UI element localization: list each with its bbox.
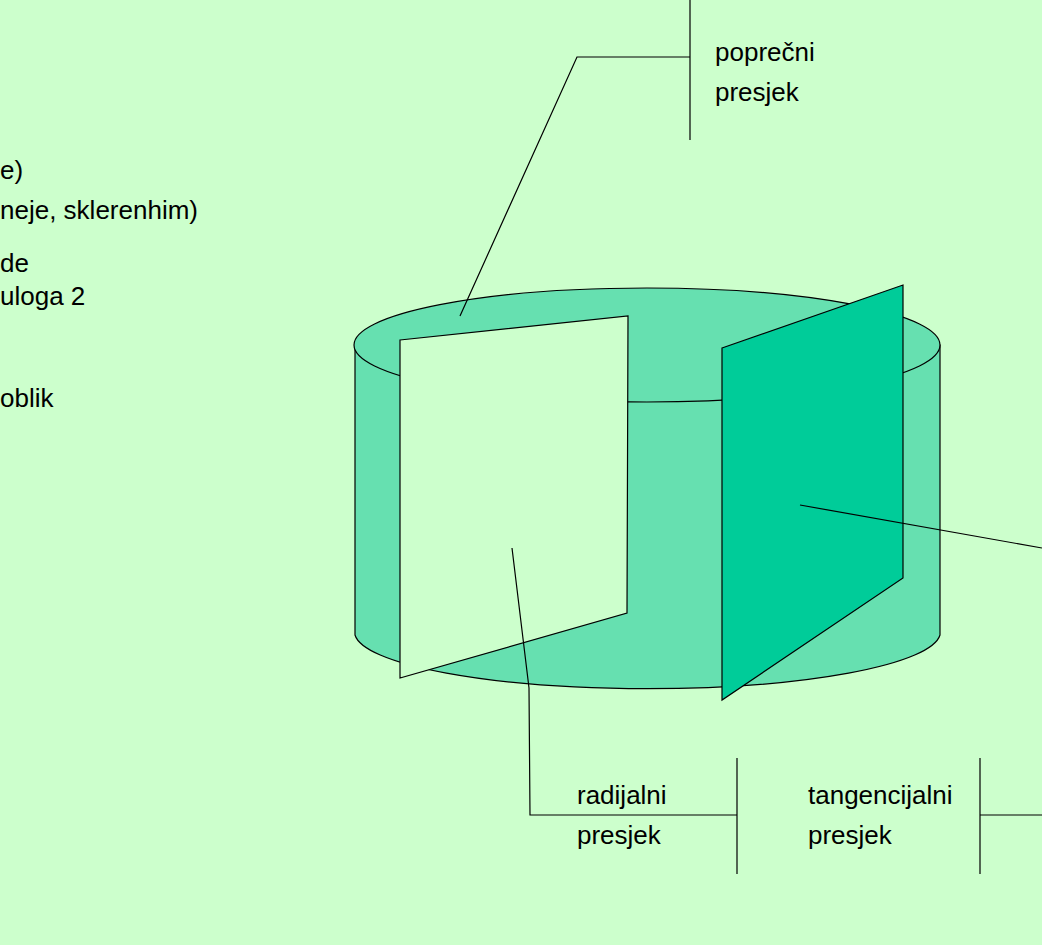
- tangential-plane: [722, 285, 903, 700]
- slide-text-fragment: neje, sklerenhim): [0, 190, 198, 230]
- slide-text-fragment: e): [0, 150, 23, 190]
- leader-lines: [460, 0, 1042, 874]
- leader-line: [512, 548, 737, 874]
- radial-plane: [400, 316, 628, 678]
- leader-line: [460, 0, 690, 316]
- leader-line: [980, 758, 1042, 874]
- section-label: poprečni presjek: [715, 32, 845, 112]
- slide-text-fragment: oblik: [0, 378, 53, 418]
- section-label: tangencijalni presjek: [808, 775, 973, 855]
- slide-text-fragment: uloga 2: [0, 276, 85, 316]
- leader-line: [800, 505, 1042, 548]
- slide-text-fragment: de: [0, 243, 29, 283]
- section-label: radijalni presjek: [577, 775, 702, 855]
